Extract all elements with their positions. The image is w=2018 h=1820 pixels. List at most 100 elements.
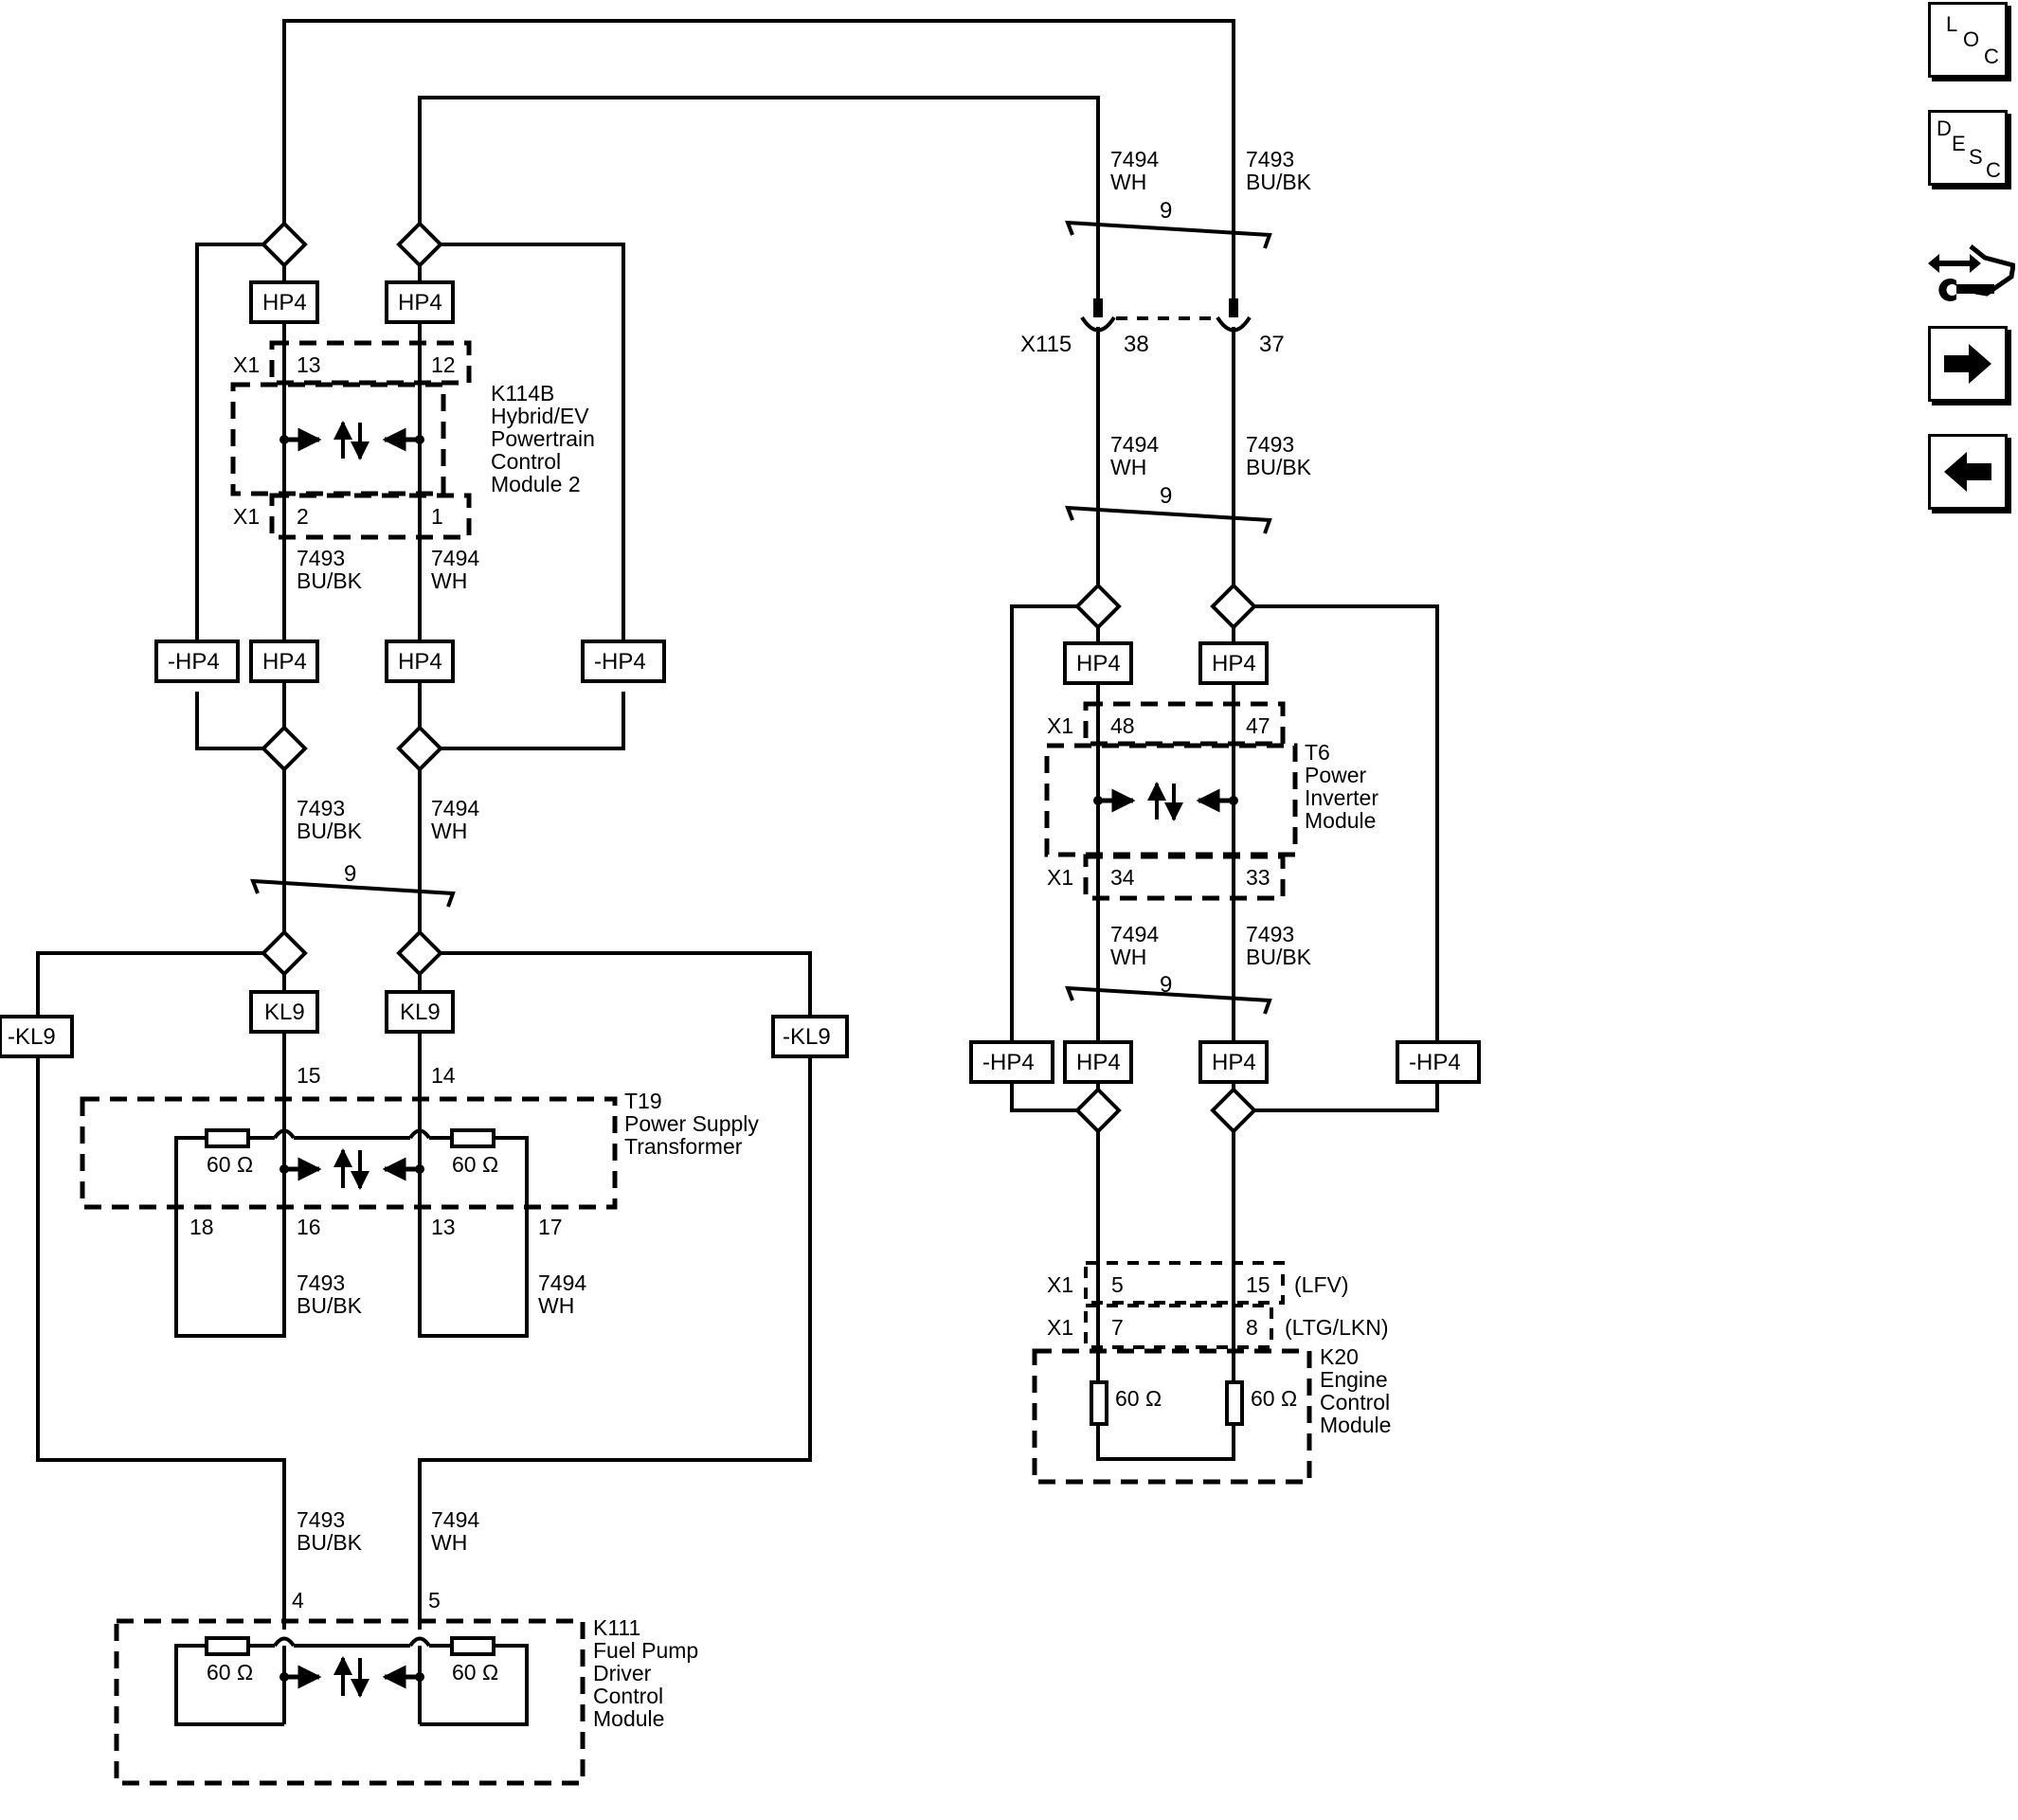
- svg-text:BU/BK: BU/BK: [297, 1293, 363, 1318]
- svg-text:15: 15: [297, 1063, 321, 1088]
- svg-text:7493: 7493: [297, 1507, 345, 1532]
- svg-text:60 Ω: 60 Ω: [452, 1152, 498, 1177]
- svg-text:7494: 7494: [1110, 147, 1159, 171]
- next-button[interactable]: [1928, 326, 2008, 402]
- svg-text:15: 15: [1246, 1272, 1270, 1297]
- svg-text:KL9: KL9: [400, 1000, 441, 1025]
- svg-text:7494: 7494: [431, 1507, 479, 1532]
- svg-text:5: 5: [428, 1588, 441, 1613]
- pin-label: 38: [1124, 332, 1149, 357]
- svg-text:Power Supply: Power Supply: [624, 1111, 759, 1136]
- splices: [261, 221, 1257, 1134]
- svg-text:48: 48: [1110, 713, 1135, 738]
- svg-text:HP4: HP4: [262, 290, 307, 315]
- splice-diamond: [1074, 583, 1122, 630]
- next-arrow-icon: [1944, 344, 1991, 384]
- svg-text:7: 7: [1111, 1315, 1124, 1340]
- svg-text:2: 2: [297, 504, 309, 529]
- loc-button[interactable]: L O C: [1928, 2, 2008, 78]
- svg-text:7493: 7493: [297, 796, 345, 820]
- svg-text:7494: 7494: [538, 1270, 586, 1295]
- svg-text:9: 9: [1160, 483, 1172, 509]
- splice-diamond: [1210, 583, 1257, 630]
- svg-text:-HP4: -HP4: [982, 1050, 1035, 1075]
- svg-text:WH: WH: [1110, 945, 1146, 969]
- svg-text:13: 13: [431, 1215, 456, 1239]
- svg-text:Fuel Pump: Fuel Pump: [593, 1638, 698, 1663]
- svg-text:KL9: KL9: [264, 1000, 305, 1025]
- t19-module: 60 Ω 60 Ω 15 14 18 16 13 17 T19 Power Su…: [80, 1063, 759, 1239]
- svg-text:7493: 7493: [297, 1270, 345, 1295]
- svg-text:60 Ω: 60 Ω: [452, 1660, 498, 1685]
- circuit-labels: 7494 WH 7493 BU/BK 7494 WH 7493 BU/BK 74…: [297, 147, 1312, 1555]
- svg-text:1: 1: [431, 504, 443, 529]
- svg-text:BU/BK: BU/BK: [1246, 945, 1312, 969]
- svg-text:HP4: HP4: [1212, 651, 1256, 676]
- svg-text:5: 5: [1111, 1272, 1124, 1297]
- svg-text:4: 4: [292, 1588, 304, 1613]
- svg-text:Control: Control: [491, 449, 561, 474]
- svg-text:(LTG/LKN): (LTG/LKN): [1285, 1315, 1388, 1340]
- svg-text:HP4: HP4: [398, 649, 442, 675]
- svg-text:7493: 7493: [1246, 922, 1294, 946]
- splice-diamond: [1074, 1087, 1122, 1134]
- svg-text:Control: Control: [1320, 1390, 1390, 1415]
- k114b-module: X1 13 12 X1 2 1 K114B Hybrid/EV Powertra…: [230, 340, 595, 540]
- svg-text:K111: K111: [593, 1615, 640, 1640]
- pin-label: 37: [1259, 332, 1285, 357]
- svg-text:7493: 7493: [1246, 147, 1294, 171]
- t6-module: X1 48 47 X1 34 33 T6 Power Inverter Modu…: [1044, 701, 1378, 901]
- svg-text:33: 33: [1246, 865, 1270, 890]
- svg-text:Powertrain: Powertrain: [491, 426, 595, 451]
- svg-text:7493: 7493: [1246, 432, 1294, 457]
- svg-text:WH: WH: [1110, 455, 1146, 479]
- desc-button[interactable]: D E S C: [1928, 110, 2008, 186]
- svg-text:-KL9: -KL9: [783, 1024, 831, 1050]
- svg-text:K114B: K114B: [491, 381, 554, 405]
- svg-text:Module: Module: [1305, 808, 1376, 833]
- svg-text:16: 16: [297, 1215, 321, 1239]
- svg-text:60 Ω: 60 Ω: [207, 1660, 253, 1685]
- svg-text:Transformer: Transformer: [624, 1134, 743, 1159]
- svg-text:Hybrid/EV: Hybrid/EV: [491, 404, 589, 428]
- svg-text:HP4: HP4: [262, 649, 307, 675]
- svg-text:34: 34: [1110, 865, 1135, 890]
- desc-letter: E: [1952, 132, 1966, 155]
- svg-text:BU/BK: BU/BK: [1246, 455, 1312, 479]
- svg-text:BU/BK: BU/BK: [1246, 170, 1312, 194]
- splice-diamond: [261, 221, 308, 268]
- svg-text:Control: Control: [593, 1684, 663, 1708]
- wire-7494-top: [418, 96, 1100, 313]
- svg-text:Module: Module: [593, 1706, 664, 1731]
- splice-diamond: [396, 725, 443, 772]
- svg-text:WH: WH: [431, 1530, 467, 1555]
- svg-text:9: 9: [1160, 972, 1172, 998]
- twist-marks: 9 9 9 9: [250, 198, 1272, 1015]
- svg-text:7494: 7494: [431, 546, 479, 570]
- svg-text:(LFV): (LFV): [1294, 1272, 1349, 1297]
- loc-icon: L: [1946, 12, 1958, 36]
- svg-text:Module: Module: [1320, 1413, 1391, 1437]
- connector-boxes: HP4 HP4 -HP4 HP4 HP4 -HP4 KL9 KL9 -KL9 -…: [0, 280, 1481, 1084]
- svg-text:9: 9: [1160, 198, 1172, 224]
- svg-text:WH: WH: [431, 568, 467, 593]
- svg-text:60 Ω: 60 Ω: [1251, 1386, 1297, 1411]
- svg-text:HP4: HP4: [1076, 1050, 1121, 1075]
- splice-diamond: [396, 929, 443, 977]
- connector-tool-button[interactable]: [1928, 244, 2016, 309]
- splice-diamond: [396, 221, 443, 268]
- svg-text:13: 13: [297, 352, 321, 377]
- splice-diamond: [261, 929, 308, 977]
- svg-text:-HP4: -HP4: [168, 649, 220, 675]
- svg-text:60 Ω: 60 Ω: [1115, 1386, 1162, 1411]
- x115-connector: X115 38 37: [1020, 298, 1285, 357]
- splice-diamond: [261, 725, 308, 772]
- prev-button[interactable]: [1928, 434, 2008, 510]
- svg-text:60 Ω: 60 Ω: [207, 1152, 253, 1177]
- svg-text:HP4: HP4: [1212, 1050, 1256, 1075]
- left-wiring: [36, 19, 1235, 1630]
- prev-arrow-icon: [1944, 452, 1991, 492]
- svg-text:14: 14: [431, 1063, 456, 1088]
- x115-label: X115: [1020, 332, 1072, 357]
- svg-text:K20: K20: [1320, 1344, 1359, 1369]
